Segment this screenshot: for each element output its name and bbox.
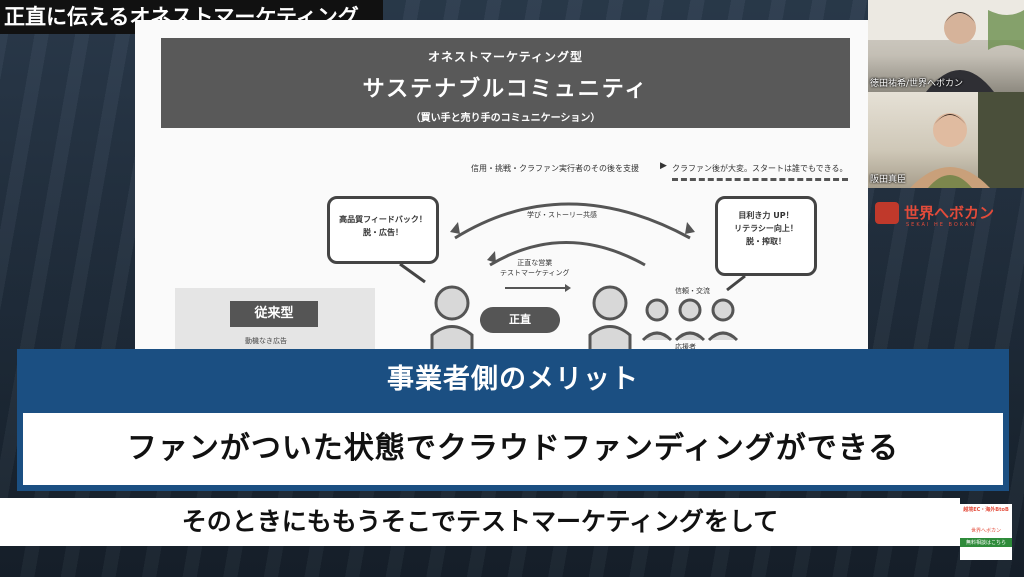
- mid-arc: [489, 241, 646, 267]
- supporter-head-icon: [678, 298, 702, 322]
- corner-ad-button[interactable]: 無料相談はこちら: [960, 538, 1012, 547]
- slide-note-left: 信用・挑戦・クラファン実行者のその後を支援: [471, 164, 639, 173]
- note-arrow-icon: ▶: [660, 161, 667, 171]
- slide-header: オネストマーケティング型 サステナブルコミュニティ （買い手と売り手のコミュニケ…: [161, 38, 850, 128]
- merit-title: 事業者側のメリット: [387, 364, 639, 395]
- brand-chat-icon: [875, 202, 899, 224]
- traditional-label: 従来型: [230, 301, 318, 327]
- corner-ad-top: 越境EC・海外BtoB: [963, 507, 1009, 513]
- right-arrow-icon: [565, 284, 571, 292]
- arc-mid-label-line: 正直な営業: [517, 259, 553, 267]
- arc-mid-label-line: テストマーケティング: [500, 269, 570, 277]
- bubble-left-tail: [399, 262, 426, 284]
- supporter-head-icon: [711, 298, 735, 322]
- brand-logo: 世界へボカン SEKAI HE BOKAN: [868, 188, 1024, 238]
- subtitle-caption: そのときにももうそこでテストマーケティングをして: [0, 498, 960, 546]
- brand-sub: SEKAI HE BOKAN: [906, 222, 977, 228]
- bubble-right-line: 目利き力 UP！: [738, 211, 794, 220]
- corner-ad-badge[interactable]: 越境EC・海外BtoB 世界へボカン 無料相談はこちら: [960, 504, 1012, 560]
- top-arc: [454, 202, 691, 240]
- speech-bubble-right: 目利き力 UP！ リテラシー向上！ 脱・搾取！: [715, 196, 817, 276]
- brand-name: 世界へボカン: [904, 204, 995, 222]
- bubble-left-line: 高品質フィードバック！: [339, 215, 427, 224]
- merit-banner: 事業者側のメリット ファンがついた状態でクラウドファンディングができる: [17, 349, 1009, 491]
- traditional-sub: 動機なき広告: [245, 337, 287, 345]
- supporter-body-icon: [674, 331, 706, 342]
- bubble-left-line: 脱・広告！: [363, 228, 403, 237]
- top-arc-left-arrow-icon: [450, 222, 460, 234]
- slide-header-type: オネストマーケティング型: [427, 50, 584, 64]
- top-arc-right-arrow-icon: [685, 222, 695, 234]
- bubble-right-line: 脱・搾取！: [746, 237, 786, 246]
- supporter-body-icon: [707, 331, 739, 342]
- merit-text: ファンがついた状態でクラウドファンディングができる: [23, 413, 1003, 485]
- webcam-tile-2: 阪田真臣: [868, 92, 1024, 188]
- trust-label: 信頼・交流: [675, 287, 710, 295]
- slide-header-title: サステナブルコミュニティ: [362, 77, 649, 102]
- arc-top-label: 学び・ストーリー共感: [527, 211, 597, 219]
- webcam-1-name: 徳田祐希/世界へボカン: [870, 79, 964, 89]
- corner-ad-mid: 世界へボカン: [970, 528, 1001, 534]
- mid-arc-left-arrow-icon: [487, 251, 496, 263]
- bubble-right-tail: [726, 274, 746, 292]
- speech-bubble-left: 高品質フィードバック！ 脱・広告！: [327, 196, 439, 264]
- webcam-tile-1: 徳田祐希/世界へボカン: [868, 0, 1024, 92]
- presentation-slide: オネストマーケティング型 サステナブルコミュニティ （買い手と売り手のコミュニケ…: [135, 20, 868, 351]
- seller-body-icon: [430, 325, 474, 350]
- supporters-label: 応援者: [675, 343, 696, 351]
- traditional-box: 従来型 動機なき広告: [175, 288, 375, 350]
- slide-header-subtitle: （買い手と売り手のコミュニケーション）: [410, 113, 601, 124]
- supporter-head-icon: [645, 298, 669, 322]
- arc-mid-label: 正直な営業 テストマーケティング: [500, 258, 569, 278]
- seller-head-icon: [434, 285, 470, 321]
- webcam-2-name: 阪田真臣: [870, 175, 907, 185]
- buyer-body-icon: [588, 325, 632, 350]
- person-silhouette-icon: [868, 0, 1024, 92]
- person-silhouette-icon: [910, 92, 1024, 188]
- honest-pill: 正直: [480, 307, 560, 333]
- bubble-right-line: リテラシー向上！: [734, 224, 798, 233]
- supporter-body-icon: [641, 331, 673, 342]
- buyer-head-icon: [592, 285, 628, 321]
- slide-note-right: クラファン後が大変。スタートは誰でもできる。: [672, 163, 848, 181]
